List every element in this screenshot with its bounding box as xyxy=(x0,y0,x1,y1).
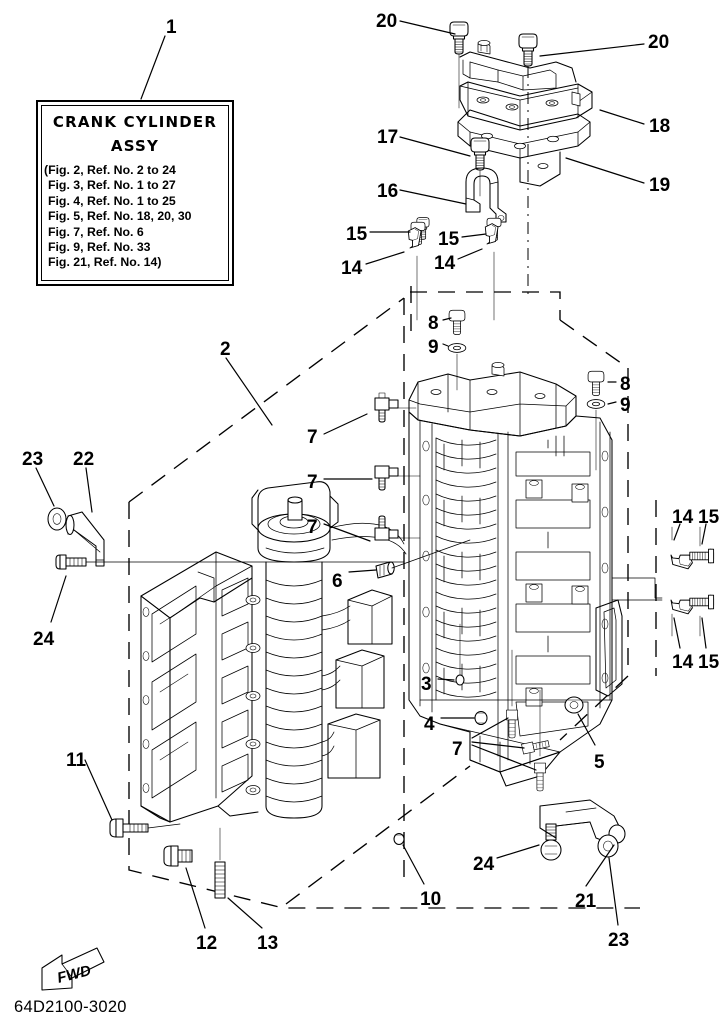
callout-16-hose-clamp-bracket[interactable]: 16 xyxy=(377,181,399,202)
reference-item: Fig. 4, Ref. No. 1 to 25 xyxy=(48,193,176,208)
callout-7-fitting-c[interactable]: 7 xyxy=(307,517,318,538)
bolt-washer-top-center xyxy=(447,309,467,391)
reference-item: (Fig. 2, Ref. No. 2 to 24 xyxy=(44,163,176,177)
callout-15-bolt-right-upper[interactable]: 15 xyxy=(698,507,720,528)
callout-3-pin-3[interactable]: 3 xyxy=(421,674,432,695)
callout-1-title-block[interactable]: 1 xyxy=(166,17,177,38)
callout-14-clip-right-lower[interactable]: 14 xyxy=(672,652,694,673)
lower-fasteners xyxy=(455,623,584,792)
callout-23-grommet-right[interactable]: 23 xyxy=(608,930,630,951)
bottom-right-parts xyxy=(393,799,626,861)
cylinder-block xyxy=(408,362,623,787)
callout-10-fitting-10[interactable]: 10 xyxy=(420,889,442,910)
callout-18-cover-plate[interactable]: 18 xyxy=(649,116,671,137)
title-line-1: CRANK CYLINDER xyxy=(52,113,218,131)
callout-15-bolt-clip-right[interactable]: 15 xyxy=(438,229,460,250)
clips-right xyxy=(611,526,715,637)
bolt-washer-right xyxy=(586,370,606,471)
leader-lines xyxy=(35,20,707,929)
callout-7-fitting-b[interactable]: 7 xyxy=(307,472,318,493)
fittings-7 xyxy=(374,392,421,541)
callout-14-clip-left[interactable]: 14 xyxy=(341,258,363,279)
bottom-left-fasteners xyxy=(109,818,226,899)
assembly-boundary-dashed xyxy=(128,286,657,909)
callout-21-anode-bracket-right[interactable]: 21 xyxy=(575,891,597,912)
reference-item: Fig. 5, Ref. No. 18, 20, 30 xyxy=(48,209,192,224)
callout-23-grommet-left[interactable]: 23 xyxy=(22,449,44,470)
callout-20-bolt-upper-left[interactable]: 20 xyxy=(376,11,398,32)
callout-6-plug-6[interactable]: 6 xyxy=(332,571,343,592)
callout-2-assembly-boundary[interactable]: 2 xyxy=(220,339,231,360)
callout-5-bushing-5[interactable]: 5 xyxy=(594,752,605,773)
plug-6 xyxy=(375,539,471,579)
callout-24-bolt-24-right[interactable]: 24 xyxy=(473,854,495,875)
title-line-2: ASSY xyxy=(110,137,160,155)
reference-item: Fig. 7, Ref. No. 6 xyxy=(48,224,144,239)
callout-9-washer-top-center[interactable]: 9 xyxy=(428,337,439,358)
top-cover-assembly xyxy=(449,21,593,300)
reference-list: (Fig. 2, Ref. No. 2 to 24 Fig. 3, Ref. N… xyxy=(44,163,222,271)
coil-brackets xyxy=(321,522,407,779)
reference-item: Fig. 9, Ref. No. 33 xyxy=(48,240,151,255)
title-block: CRANK CYLINDER ASSY (Fig. 2, Ref. No. 2 … xyxy=(36,100,234,286)
callout-8-bolt-top-right[interactable]: 8 xyxy=(620,374,631,395)
callout-8-bolt-top-center[interactable]: 8 xyxy=(428,313,439,334)
callout-22-anode-bracket-left[interactable]: 22 xyxy=(73,449,95,470)
part-number-caption: 64D2100-3020 xyxy=(14,998,127,1016)
callout-15-bolt-clip-left[interactable]: 15 xyxy=(346,224,368,245)
callout-24-bolt-24-left[interactable]: 24 xyxy=(33,629,55,650)
fwd-arrow-icon xyxy=(41,947,105,991)
callout-12-plug-12[interactable]: 12 xyxy=(196,933,218,954)
callout-13-stud-13[interactable]: 13 xyxy=(257,933,279,954)
callout-4-nut-4[interactable]: 4 xyxy=(424,714,435,735)
reference-item: Fig. 3, Ref. No. 1 to 27 xyxy=(48,178,176,193)
callout-7-bolt-group-7[interactable]: 7 xyxy=(452,739,463,760)
callout-17-bolt-bracket[interactable]: 17 xyxy=(377,127,399,148)
callout-14-clip-right-upper[interactable]: 14 xyxy=(672,507,694,528)
anode-assembly-left xyxy=(47,507,405,570)
callout-19-gasket-plate[interactable]: 19 xyxy=(649,175,671,196)
reference-item: Fig. 21, Ref. No. 14) xyxy=(48,255,162,270)
crankcase-cover xyxy=(140,481,339,823)
callout-7-fitting-a[interactable]: 7 xyxy=(307,427,318,448)
callout-14-clip-right[interactable]: 14 xyxy=(434,253,456,274)
callout-11-bolt-11[interactable]: 11 xyxy=(66,750,87,771)
clip-pair-upper xyxy=(407,217,502,321)
callout-20-bolt-upper-right[interactable]: 20 xyxy=(648,32,670,53)
callout-15-bolt-right-lower[interactable]: 15 xyxy=(698,652,720,673)
leader-1 xyxy=(140,35,166,100)
callout-9-washer-top-right[interactable]: 9 xyxy=(620,395,631,416)
